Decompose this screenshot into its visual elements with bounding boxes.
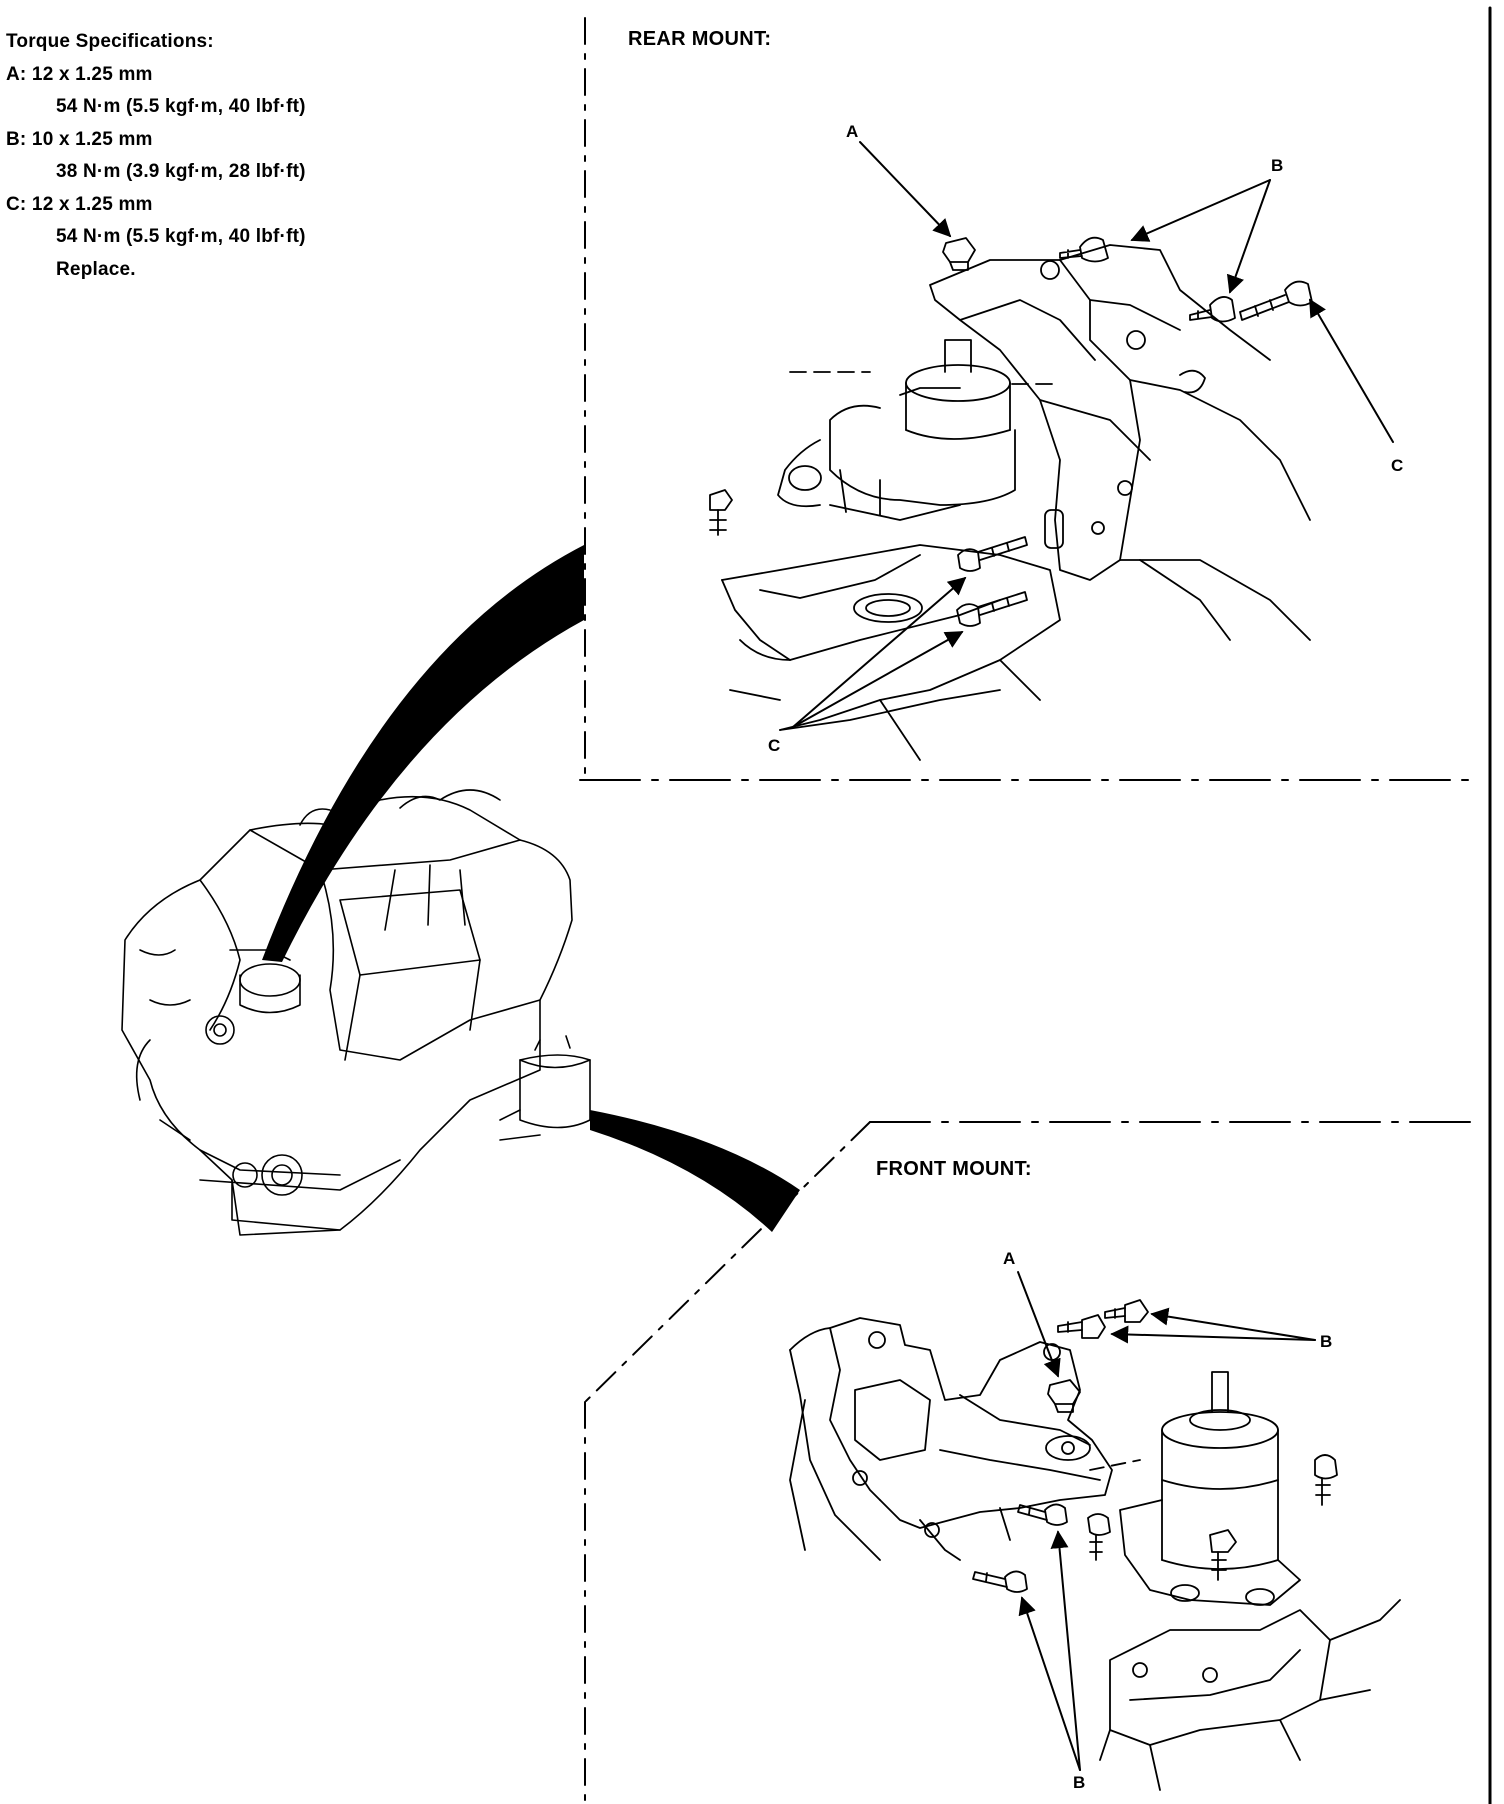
front-mount-title: FRONT MOUNT:: [876, 1158, 1032, 1180]
torque-specs-heading: Torque Specifications:: [6, 31, 214, 52]
spec-b-value: 38 N·m (3.9 kgf·m, 28 lbf·ft): [56, 161, 306, 182]
torque-specifications: Torque Specifications: A: 12 x 1.25 mm 5…: [6, 26, 306, 286]
spec-a-value: 54 N·m (5.5 kgf·m, 40 lbf·ft): [56, 96, 306, 117]
rear-callout-b: B: [1271, 156, 1284, 175]
spec-b-label: B: 10 x 1.25 mm: [6, 128, 153, 150]
front-callout-b-right: B: [1320, 1332, 1333, 1351]
rear-callout-c-bottom: C: [768, 736, 781, 755]
front-mount-drawing: [789, 1299, 1401, 1791]
rear-mount-drawing: [709, 236, 1313, 761]
spec-c-note: Replace.: [56, 258, 136, 280]
spec-a-label: A: 12 x 1.25 mm: [6, 63, 153, 85]
rear-connector-wedge: [262, 545, 584, 962]
front-callout-b-bottom: B: [1073, 1773, 1086, 1792]
front-connector-wedge: [590, 1110, 800, 1232]
rear-callout-c-right: C: [1391, 456, 1404, 475]
callout-arrows: [792, 141, 1394, 1771]
engine-assembly-drawing: [121, 789, 591, 1236]
front-callout-a: A: [1003, 1249, 1016, 1268]
rear-mount-title: REAR MOUNT:: [628, 28, 772, 50]
rear-mount-frame: [579, 17, 1476, 781]
front-mount-frame: [584, 1121, 1476, 1801]
spec-c-label: C: 12 x 1.25 mm: [6, 193, 153, 215]
rear-callout-a: A: [846, 122, 859, 141]
spec-c-value: 54 N·m (5.5 kgf·m, 40 lbf·ft): [56, 226, 306, 247]
